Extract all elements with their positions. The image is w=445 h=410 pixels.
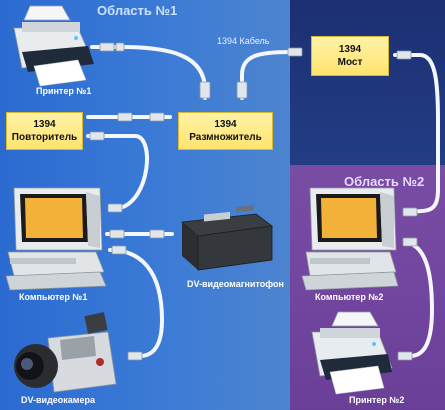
connector (396, 50, 412, 60)
connector (107, 203, 123, 213)
connector (236, 81, 248, 99)
bridge-area-background (290, 0, 445, 165)
printer-1-label: Принтер №1 (36, 86, 92, 96)
area-2-title: Область №2 (344, 174, 425, 189)
cable-label: 1394 Кабель (217, 36, 270, 46)
connector (199, 81, 211, 99)
connector (149, 112, 165, 122)
repeater-code: 1394 (33, 119, 56, 130)
printer-1-icon (13, 5, 94, 87)
area-1-title: Область №1 (97, 3, 178, 18)
dv-recorder-icon (181, 205, 274, 271)
cable-connectors (89, 42, 418, 361)
connector (99, 42, 115, 52)
connector (111, 245, 127, 255)
connector (402, 207, 418, 217)
cable-printer1-multiplier (90, 45, 207, 100)
dv-recorder-label: DV-видеомагнитофон (187, 279, 284, 289)
connector (149, 229, 165, 239)
printer-2-label: Принтер №2 (349, 395, 405, 405)
bridge-label: Мост (337, 57, 363, 68)
printer-2-icon (311, 311, 393, 395)
repeater-box: 1394 Повторитель (6, 112, 83, 150)
connector (109, 229, 125, 239)
multiplier-box: 1394 Размножитель (178, 112, 273, 150)
cable-bridge-pc2 (393, 53, 440, 214)
cable-pc2-printer2 (403, 240, 435, 358)
dv-camera-icon (14, 312, 117, 393)
computer-1-label: Компьютер №1 (19, 292, 88, 302)
connector (402, 237, 418, 247)
connector (397, 351, 413, 361)
connector (287, 47, 303, 57)
connector (115, 42, 125, 52)
connector (127, 351, 143, 361)
cable-multiplier-bridge (240, 50, 302, 100)
repeater-label: Повторитель (11, 132, 78, 143)
computer-2-icon (301, 187, 399, 291)
connector (89, 131, 105, 141)
multiplier-label: Размножитель (189, 132, 262, 143)
connector (117, 112, 133, 122)
bridge-code: 1394 (338, 44, 362, 55)
computer-1-icon (5, 187, 107, 291)
dv-camera-label: DV-видеокамера (21, 395, 95, 405)
multiplier-code: 1394 (214, 119, 237, 130)
cable-pc1-camera (108, 248, 165, 358)
bridge-box: 1394 Мост (311, 36, 389, 76)
cable-repeater-pc1 (86, 134, 149, 210)
computer-2-label: Компьютер №2 (315, 292, 384, 302)
